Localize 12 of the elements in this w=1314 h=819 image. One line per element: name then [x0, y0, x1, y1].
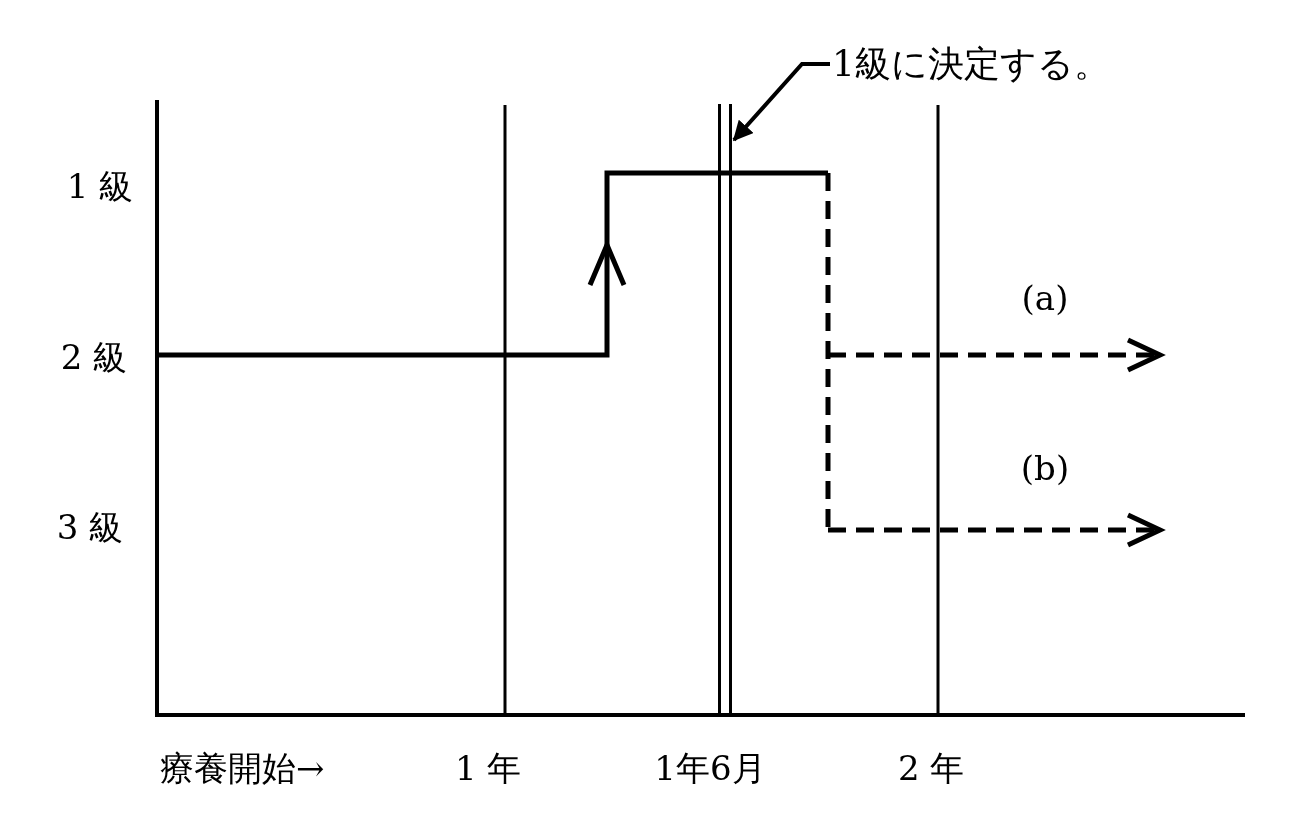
tick-label: 1年6月	[654, 751, 766, 785]
line-label: (b)	[1020, 451, 1070, 485]
axis-label: 1 級	[66, 169, 134, 203]
tick-label: 1 年	[455, 751, 522, 785]
annotation-text: 1級に決定する。	[832, 46, 1110, 82]
axis-label: 療養開始→	[160, 751, 325, 785]
axis-label: 2 級	[60, 340, 128, 374]
line-label: (a)	[1021, 281, 1069, 315]
tick-label: 2 年	[898, 751, 965, 785]
leader-line	[732, 62, 830, 142]
double-vertical-line	[718, 104, 732, 715]
axis-label: 3 級	[56, 510, 124, 544]
